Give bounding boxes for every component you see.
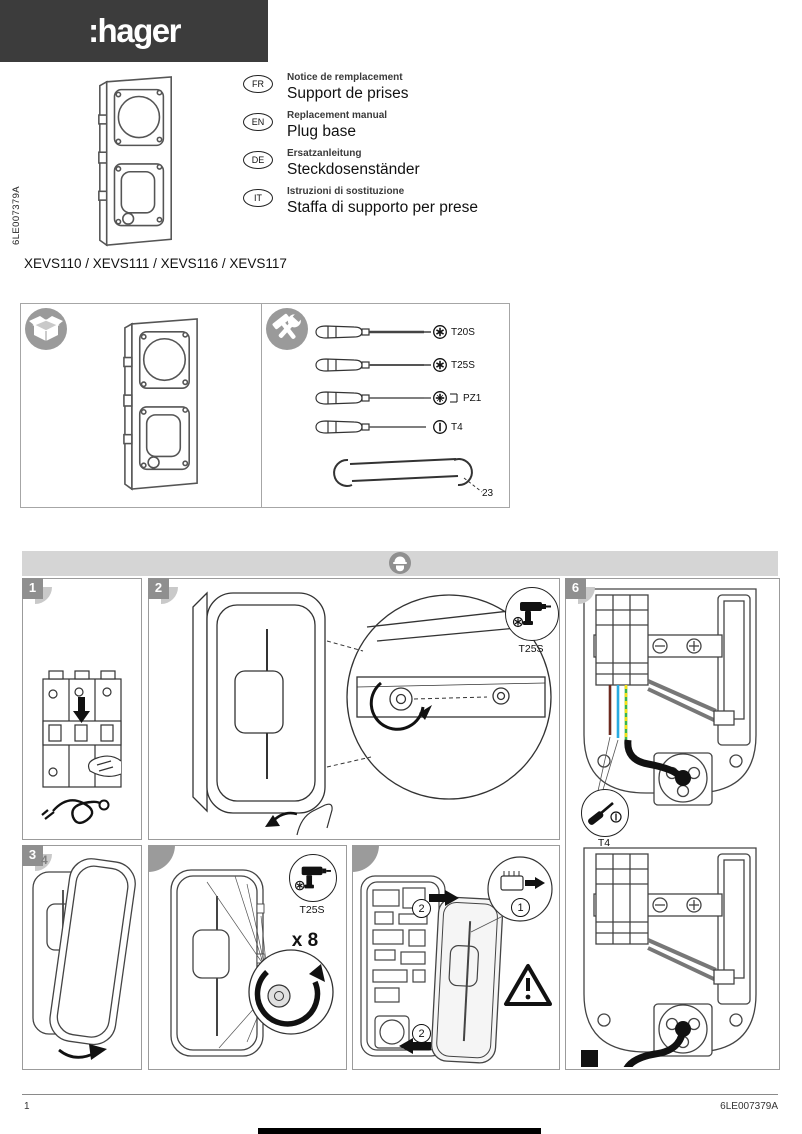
pozidriv-tip-icon — [433, 391, 447, 405]
lang-badge-it: IT — [243, 189, 273, 207]
step-panel-5: 1 2 2 — [352, 845, 560, 1070]
lang-badge-fr: FR — [243, 75, 273, 93]
step-badge-1: 1 — [22, 578, 58, 608]
torx-tip-icon — [433, 358, 447, 372]
tool-wrench: 23 — [314, 444, 499, 502]
screwdriver-icon — [315, 325, 431, 339]
screwdriver-icon — [315, 391, 431, 405]
callout-number-2: 2 — [412, 1024, 431, 1043]
brand-logo-box: :hager — [0, 0, 268, 62]
wiring-illustration — [581, 588, 757, 1067]
step-badge-3-fold-number: 4 — [41, 853, 48, 867]
lang-badge-en: EN — [243, 113, 273, 131]
bottom-print-mark — [258, 1128, 541, 1134]
tool-screwdriver-t4: T4 — [314, 419, 463, 435]
hager-logo: :hager — [88, 12, 181, 49]
language-row-fr: FR Notice de remplacement Support de pri… — [243, 72, 478, 102]
wrench-icon — [333, 458, 483, 493]
step-badge-6: 6 — [565, 578, 601, 608]
step-panel-6: 6 — [565, 578, 780, 1070]
step-badge-2: 2 — [148, 578, 184, 608]
lang-subtitle-fr: Notice de remplacement — [287, 72, 403, 83]
drill-tool-label: T25S — [299, 904, 325, 916]
footer-doc-ref: 6LE007379A — [720, 1101, 778, 1112]
tool-label-pz1: PZ1 — [463, 392, 482, 404]
lang-subtitle-en: Replacement manual — [287, 110, 388, 121]
flat-tip-icon — [433, 420, 447, 434]
screwdriver-tool-label: T4 — [597, 837, 611, 849]
footer-divider — [22, 1094, 778, 1095]
package-open-icon — [25, 308, 67, 350]
language-row-de: DE Ersatzanleitung Steckdosenständer — [243, 148, 478, 178]
lang-title-it: Staffa di supporto per prese — [287, 199, 479, 216]
drill-t25s-icon — [505, 587, 559, 641]
language-list: FR Notice de remplacement Support de pri… — [243, 72, 478, 224]
package-contents-illustration — [123, 318, 198, 490]
lang-subtitle-it: Istruzioni di sostituzione — [287, 186, 405, 197]
step-panel-2: 2 — [148, 578, 560, 840]
tool-label-t4: T4 — [451, 421, 463, 433]
lang-badge-de: DE — [243, 151, 273, 169]
step-badge-3: 3 4 — [22, 845, 58, 875]
language-row-it: IT Istruzioni di sostituzione Staffa di … — [243, 186, 478, 216]
drill-tool-label: T25S — [518, 643, 544, 655]
lang-title-fr: Support de prises — [287, 85, 409, 102]
breaker-off-illustration — [41, 670, 122, 825]
callout-number-1: 1 — [511, 898, 530, 917]
installer-icon — [389, 552, 411, 574]
footer-page-number: 1 — [24, 1101, 30, 1112]
product-codes: XEVS110 / XEVS111 / XEVS116 / XEVS117 — [24, 256, 287, 271]
language-row-en: EN Replacement manual Plug base — [243, 110, 478, 140]
tools-icon — [266, 308, 308, 350]
lang-subtitle-de: Ersatzanleitung — [287, 148, 362, 159]
size-bracket-icon — [450, 393, 458, 403]
required-tools-box: T20S T25S — [261, 303, 510, 508]
document-code-vertical: 6LE007379A — [11, 186, 22, 245]
torx-tip-icon — [433, 325, 447, 339]
cover-disconnect-illustration — [360, 856, 553, 1064]
wrench-size-label: 23 — [482, 488, 494, 499]
tool-label-t20s: T20S — [451, 326, 475, 338]
lang-title-en: Plug base — [287, 123, 356, 140]
screw-count-label: x 8 — [291, 930, 319, 951]
tool-label-t25s: T25S — [451, 359, 475, 371]
screwdriver-icon — [315, 358, 431, 372]
callout-number-2: 2 — [412, 899, 431, 918]
step-panel-4: x 8 T25S — [148, 845, 347, 1070]
package-contents-box — [20, 303, 263, 508]
lang-title-de: Steckdosenständer — [287, 161, 420, 178]
seal-frame-removal-illustration — [32, 858, 136, 1060]
tool-screwdriver-pz1: PZ1 — [314, 390, 481, 406]
instructions-header-bar — [22, 551, 778, 576]
step-panel-1: 1 — [22, 578, 142, 840]
tool-screwdriver-t20s: T20S — [314, 324, 475, 340]
cover-screws-illustration — [170, 869, 334, 1057]
product-illustration — [98, 76, 172, 246]
screwdriver-icon — [315, 420, 426, 434]
charger-top-screw-illustration — [192, 591, 552, 836]
step-panel-3: 3 4 — [22, 845, 142, 1070]
drill-t25s-icon — [289, 854, 337, 902]
tool-screwdriver-t25s: T25S — [314, 357, 475, 373]
screwdriver-t4-icon — [581, 789, 629, 837]
